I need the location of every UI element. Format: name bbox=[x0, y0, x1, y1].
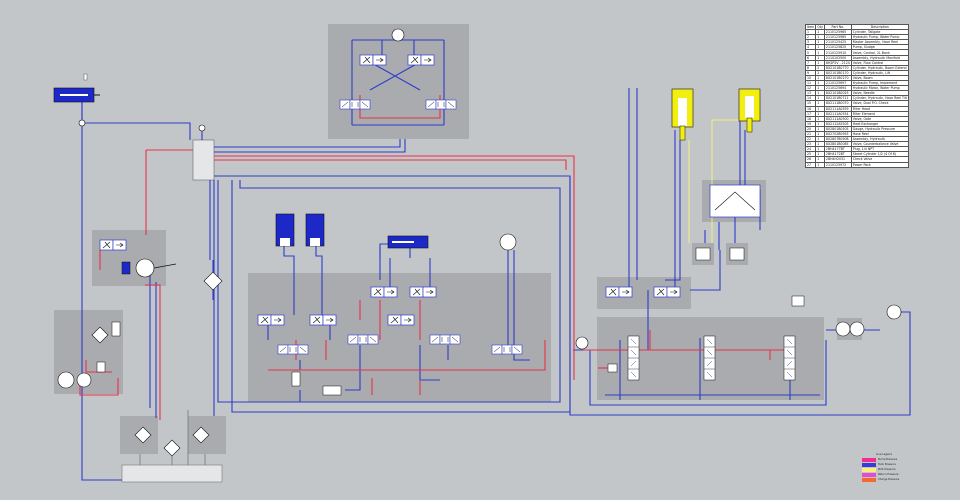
bom-cell-part-no: 8X2112A5505 bbox=[823, 120, 852, 127]
bom-cell-part-no: 8X2111B0070 bbox=[823, 100, 852, 107]
top-valve-block-valves bbox=[339, 28, 457, 110]
legend-item: Pilot Pressure bbox=[862, 467, 906, 472]
legend-title: Line Legend bbox=[876, 453, 892, 456]
bom-cell-description: Cylinder, Hydraulic, Hose Reel Tilt bbox=[850, 95, 909, 102]
legend-label: Pump Pressure bbox=[878, 458, 898, 461]
legend-swatch bbox=[862, 472, 876, 477]
bom-cell-description: Power Pack bbox=[850, 161, 909, 168]
panel-pump-group bbox=[92, 230, 166, 286]
heat-exchanger-icon bbox=[203, 271, 223, 291]
legend-swatch bbox=[862, 477, 876, 482]
bom-cell-part-no: 8X2101B0770 bbox=[823, 64, 852, 71]
instrument-lines bbox=[139, 410, 206, 465]
bom-cell-description: Assembly, Hydraulic Manifold bbox=[850, 54, 909, 61]
cylinder-boom-extend bbox=[387, 235, 429, 249]
gate-valve-icon bbox=[163, 439, 181, 457]
sludge-pump-icon bbox=[499, 233, 517, 251]
legend-item: Tank Pressure bbox=[862, 462, 906, 467]
bom-header-item: Item bbox=[804, 23, 817, 31]
cylinder-hose-reel-tilt-left bbox=[671, 88, 694, 141]
bom-cell-part-no: 8X2101B0025 bbox=[823, 90, 852, 97]
bom-cell-part-no: 8X2111A0500 bbox=[823, 115, 852, 122]
bom-cell-part-no: 8X2801B0085 bbox=[823, 141, 852, 148]
bom-cell-part-no: 8X2101B0170 bbox=[823, 69, 852, 76]
bom-cell-qty: 1 bbox=[815, 161, 825, 168]
bom-cell-part-no: 8H2P2V - 2124 bbox=[823, 59, 852, 66]
hydraulic-pump-icon bbox=[835, 321, 851, 337]
bom-cell-part-no: 2110125972 bbox=[823, 161, 852, 168]
bom-cell-part-no: 8X2101B0270 bbox=[823, 74, 852, 82]
hose-reel-icon bbox=[886, 304, 902, 320]
bom-cell-part-no: 8X2702B0955 bbox=[823, 130, 852, 138]
legend-label: Return Pressure bbox=[878, 473, 899, 476]
right-side-valves bbox=[575, 184, 902, 381]
return-lines bbox=[81, 39, 911, 481]
legend-label: Tank Pressure bbox=[878, 463, 896, 466]
implement-pump-icon bbox=[135, 258, 155, 278]
hose-reel-motor-icon bbox=[391, 28, 405, 42]
pilot-valve bbox=[709, 184, 761, 218]
pilot-lines bbox=[688, 119, 742, 243]
legend-swatch bbox=[862, 457, 876, 462]
bom-cell-part-no: 8X2111A0554 bbox=[823, 110, 852, 117]
filter-icon bbox=[91, 326, 109, 344]
counterbalance-valve bbox=[791, 295, 805, 307]
legend-item: Return Pressure bbox=[862, 472, 906, 477]
pressure-gauge-icon bbox=[575, 336, 589, 350]
hydraulic-motor-icon bbox=[76, 372, 92, 388]
needle-valve bbox=[322, 385, 342, 396]
reservoir-tank bbox=[121, 464, 223, 483]
legend-swatch bbox=[862, 467, 876, 472]
bom-cell-part-no: 8X2101B0711 bbox=[823, 95, 852, 102]
flow-control-valve bbox=[291, 371, 301, 387]
cylinder-hose-reel-tilt-right bbox=[738, 88, 761, 133]
left-side-components bbox=[57, 119, 223, 457]
bom-cell-part-no: 8X2111A0559 bbox=[823, 105, 852, 112]
legend-swatch bbox=[862, 462, 876, 467]
legend-item: Pump Pressure bbox=[862, 457, 906, 462]
cylinder-lift-left bbox=[275, 213, 295, 247]
bom-cell-item: 27 bbox=[804, 161, 817, 168]
cylinder-lift-right bbox=[305, 213, 325, 247]
return-filter-2-icon bbox=[192, 426, 210, 444]
return-filter-1-icon bbox=[134, 426, 152, 444]
manifold-block bbox=[192, 139, 215, 181]
center-valve-bank-valves bbox=[257, 233, 523, 396]
needle-valve-2 bbox=[729, 247, 745, 261]
water-pump-icon bbox=[57, 371, 75, 389]
legend-item: Charge Pressure bbox=[862, 477, 906, 482]
water-pump-motor-icon bbox=[849, 321, 865, 337]
bom-cell-description: Cylinder, Hydraulic, Boom Extend bbox=[850, 64, 909, 71]
bom-cell-part-no: 8X2801B0505 bbox=[823, 125, 852, 132]
cylinder-tailgate bbox=[53, 73, 100, 103]
bom-cell-part-no: 8X2807B0908 bbox=[823, 136, 852, 143]
needle-valve-1 bbox=[695, 247, 711, 261]
legend-label: Pilot Pressure bbox=[878, 468, 896, 471]
legend-label: Charge Pressure bbox=[878, 478, 900, 481]
